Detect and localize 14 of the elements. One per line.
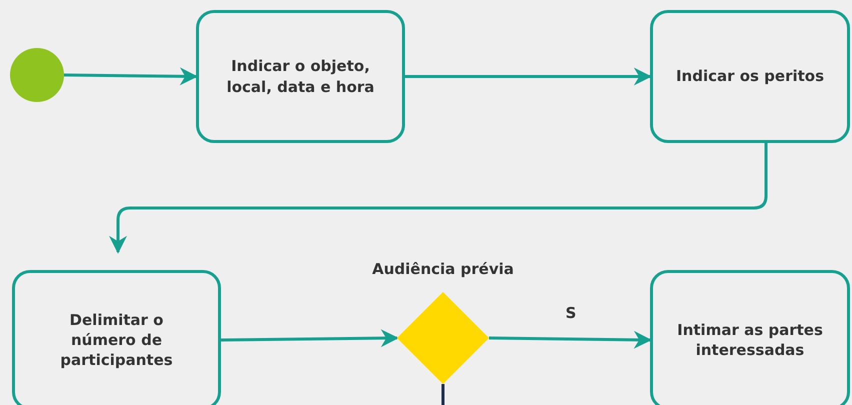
process-box [650,270,850,405]
process-box [196,10,405,143]
decision-label: Audiência prévia [371,260,515,278]
arrow [220,329,399,348]
step-text: Indicar o objeto, local, data e hora [226,56,376,97]
step-text: Delimitar o número de participantes [59,310,174,370]
step-text: Intimar as partes interessadas [676,320,824,360]
step-text: Indicar os peritos [674,66,826,87]
process-box [12,270,221,405]
arrow [488,330,652,349]
arrow [405,68,652,86]
arrow [64,67,198,86]
process-box [650,10,850,143]
arrow [109,143,768,254]
